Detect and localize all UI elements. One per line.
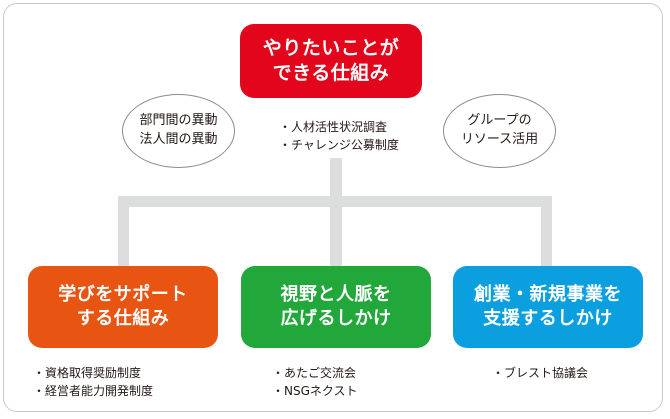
ellipse-left-line2: 法人間の異動 xyxy=(139,132,218,147)
bullet-item: ・NSGネクスト xyxy=(272,384,358,398)
bullet-item: ・人材活性状況調査 xyxy=(279,120,388,134)
ellipse-group-resources: グループの リソース活用 xyxy=(443,94,556,168)
node-learning-support-bullets: ・資格取得奨励制度 ・経営者能力開発制度 xyxy=(33,364,153,400)
node-network-broadening-bullets: ・あたご交流会 ・NSGネクスト xyxy=(272,364,358,400)
node-network-broadening-line1: 視野と人脈を xyxy=(280,284,392,306)
node-top-desired-work[interactable]: やりたいことが できる仕組み xyxy=(240,24,422,98)
node-network-broadening[interactable]: 視野と人脈を 広げるしかけ xyxy=(241,266,431,348)
node-startup-support[interactable]: 創業・新規事業を 支援するしかけ xyxy=(453,266,643,348)
node-learning-support-line1: 学びをサポート xyxy=(58,284,188,306)
bullet-item: ・資格取得奨励制度 xyxy=(33,366,142,380)
bullet-item: ・あたご交流会 xyxy=(272,366,357,380)
connector-drop-right xyxy=(541,196,552,268)
node-startup-support-bullets: ・ブレスト協議会 xyxy=(492,364,588,382)
ellipse-left-line1: 部門間の異動 xyxy=(139,113,218,129)
node-learning-support-line2: する仕組み xyxy=(76,308,170,329)
ellipse-left-label: 部門間の異動 法人間の異動 xyxy=(139,112,217,150)
ellipse-department-transfer: 部門間の異動 法人間の異動 xyxy=(122,94,235,168)
node-top-label-line2: できる仕組み xyxy=(272,62,390,84)
node-network-broadening-label: 視野と人脈を 広げるしかけ xyxy=(281,283,392,331)
connector-stem-top xyxy=(330,158,342,207)
connector-drop-center xyxy=(330,196,342,268)
node-top-bullets: ・人材活性状況調査 ・チャレンジ公募制度 xyxy=(279,118,399,154)
ellipse-right-label: グループの リソース活用 xyxy=(461,112,538,150)
node-startup-support-label: 創業・新規事業を 支援するしかけ xyxy=(474,283,622,331)
bullet-item: ・ブレスト協議会 xyxy=(492,366,589,380)
node-top-label: やりたいことが できる仕組み xyxy=(263,36,400,86)
node-network-broadening-line2: 広げるしかけ xyxy=(280,308,392,329)
node-startup-support-line1: 創業・新規事業を xyxy=(474,284,622,306)
bullet-item: ・経営者能力開発制度 xyxy=(33,384,154,398)
node-startup-support-line2: 支援するしかけ xyxy=(483,308,613,329)
bullet-item: ・チャレンジ公募制度 xyxy=(279,138,399,152)
ellipse-right-line2: リソース活用 xyxy=(460,132,539,147)
connector-drop-left xyxy=(118,196,129,268)
ellipse-right-line1: グループの xyxy=(467,113,532,129)
node-top-label-line1: やりたいことが xyxy=(262,36,400,59)
node-learning-support[interactable]: 学びをサポート する仕組み xyxy=(28,266,218,348)
node-learning-support-label: 学びをサポート する仕組み xyxy=(58,283,188,331)
